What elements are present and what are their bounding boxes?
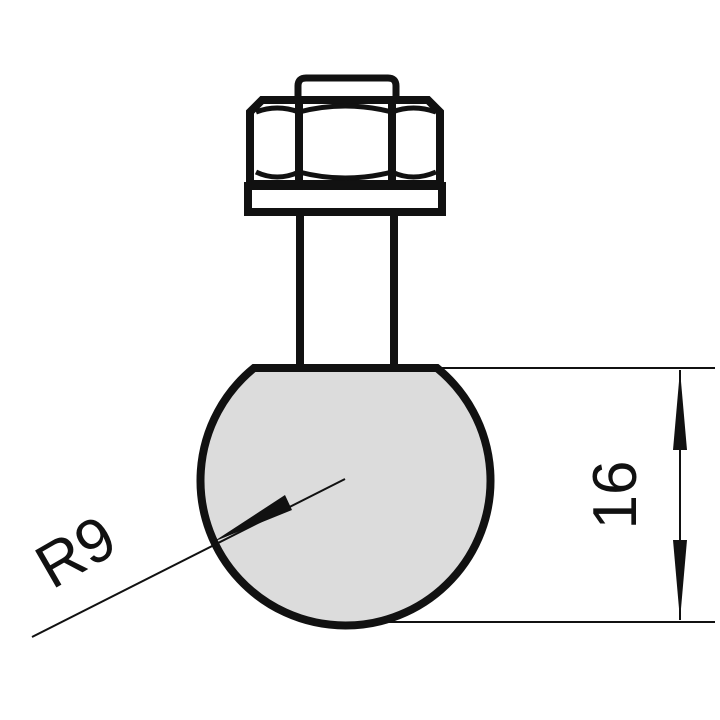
height-dimension-label: 16 [581, 461, 650, 530]
washer [244, 182, 446, 216]
nut-top-cap [294, 74, 400, 104]
hex-nut [246, 96, 444, 188]
radius-dimension-label: R9 [25, 503, 128, 602]
radius-leader-line [31, 478, 346, 638]
arrow-down-icon [673, 540, 687, 620]
ball [196, 364, 495, 630]
arrow-up-icon [673, 370, 687, 450]
radius-arrow-icon [213, 495, 292, 542]
nut-chamfer-arcs [254, 103, 437, 181]
